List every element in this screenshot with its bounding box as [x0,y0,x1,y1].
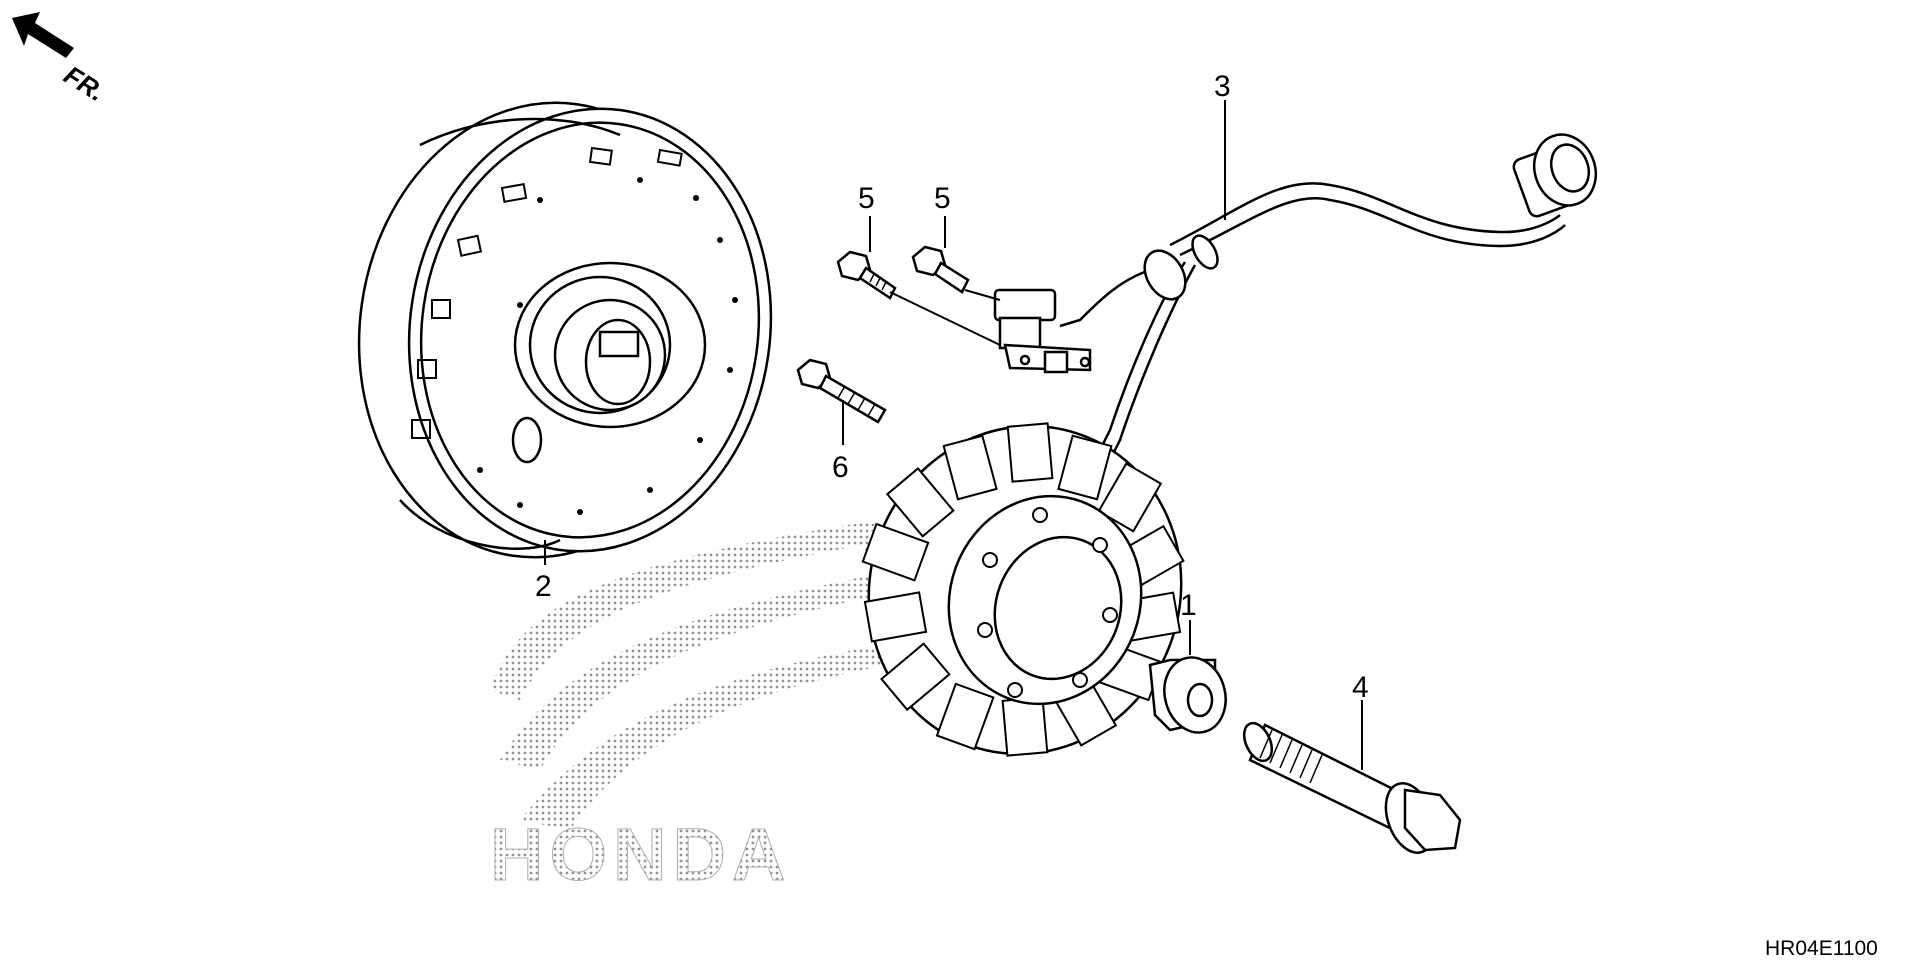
callout-5b: 5 [934,182,951,215]
stator-bolt [796,358,887,424]
callout-4: 4 [1352,671,1369,704]
flywheel-rotor [357,101,773,559]
pulse-generator [993,288,1092,374]
harness-connector [1512,133,1598,218]
callout-3: 3 [1214,70,1231,103]
callout-6: 6 [832,451,849,484]
flange-bolt [1242,721,1462,854]
callout-5a: 5 [858,182,875,215]
honda-wing-watermark: HONDA [490,520,930,897]
pulse-generator-bolt [911,245,970,294]
stator-coil [861,422,1185,757]
callout-1: 1 [1180,589,1197,622]
pulse-generator-bolt [836,250,897,300]
callout-2: 2 [535,570,552,603]
wire-harness [993,133,1598,481]
front-direction-arrow-icon [12,12,74,58]
diagram-code: HR04E1100 [1765,937,1878,960]
collar-nut [1148,656,1227,734]
honda-logo-text: HONDA [490,813,791,896]
direction-label: FR. [59,60,110,108]
